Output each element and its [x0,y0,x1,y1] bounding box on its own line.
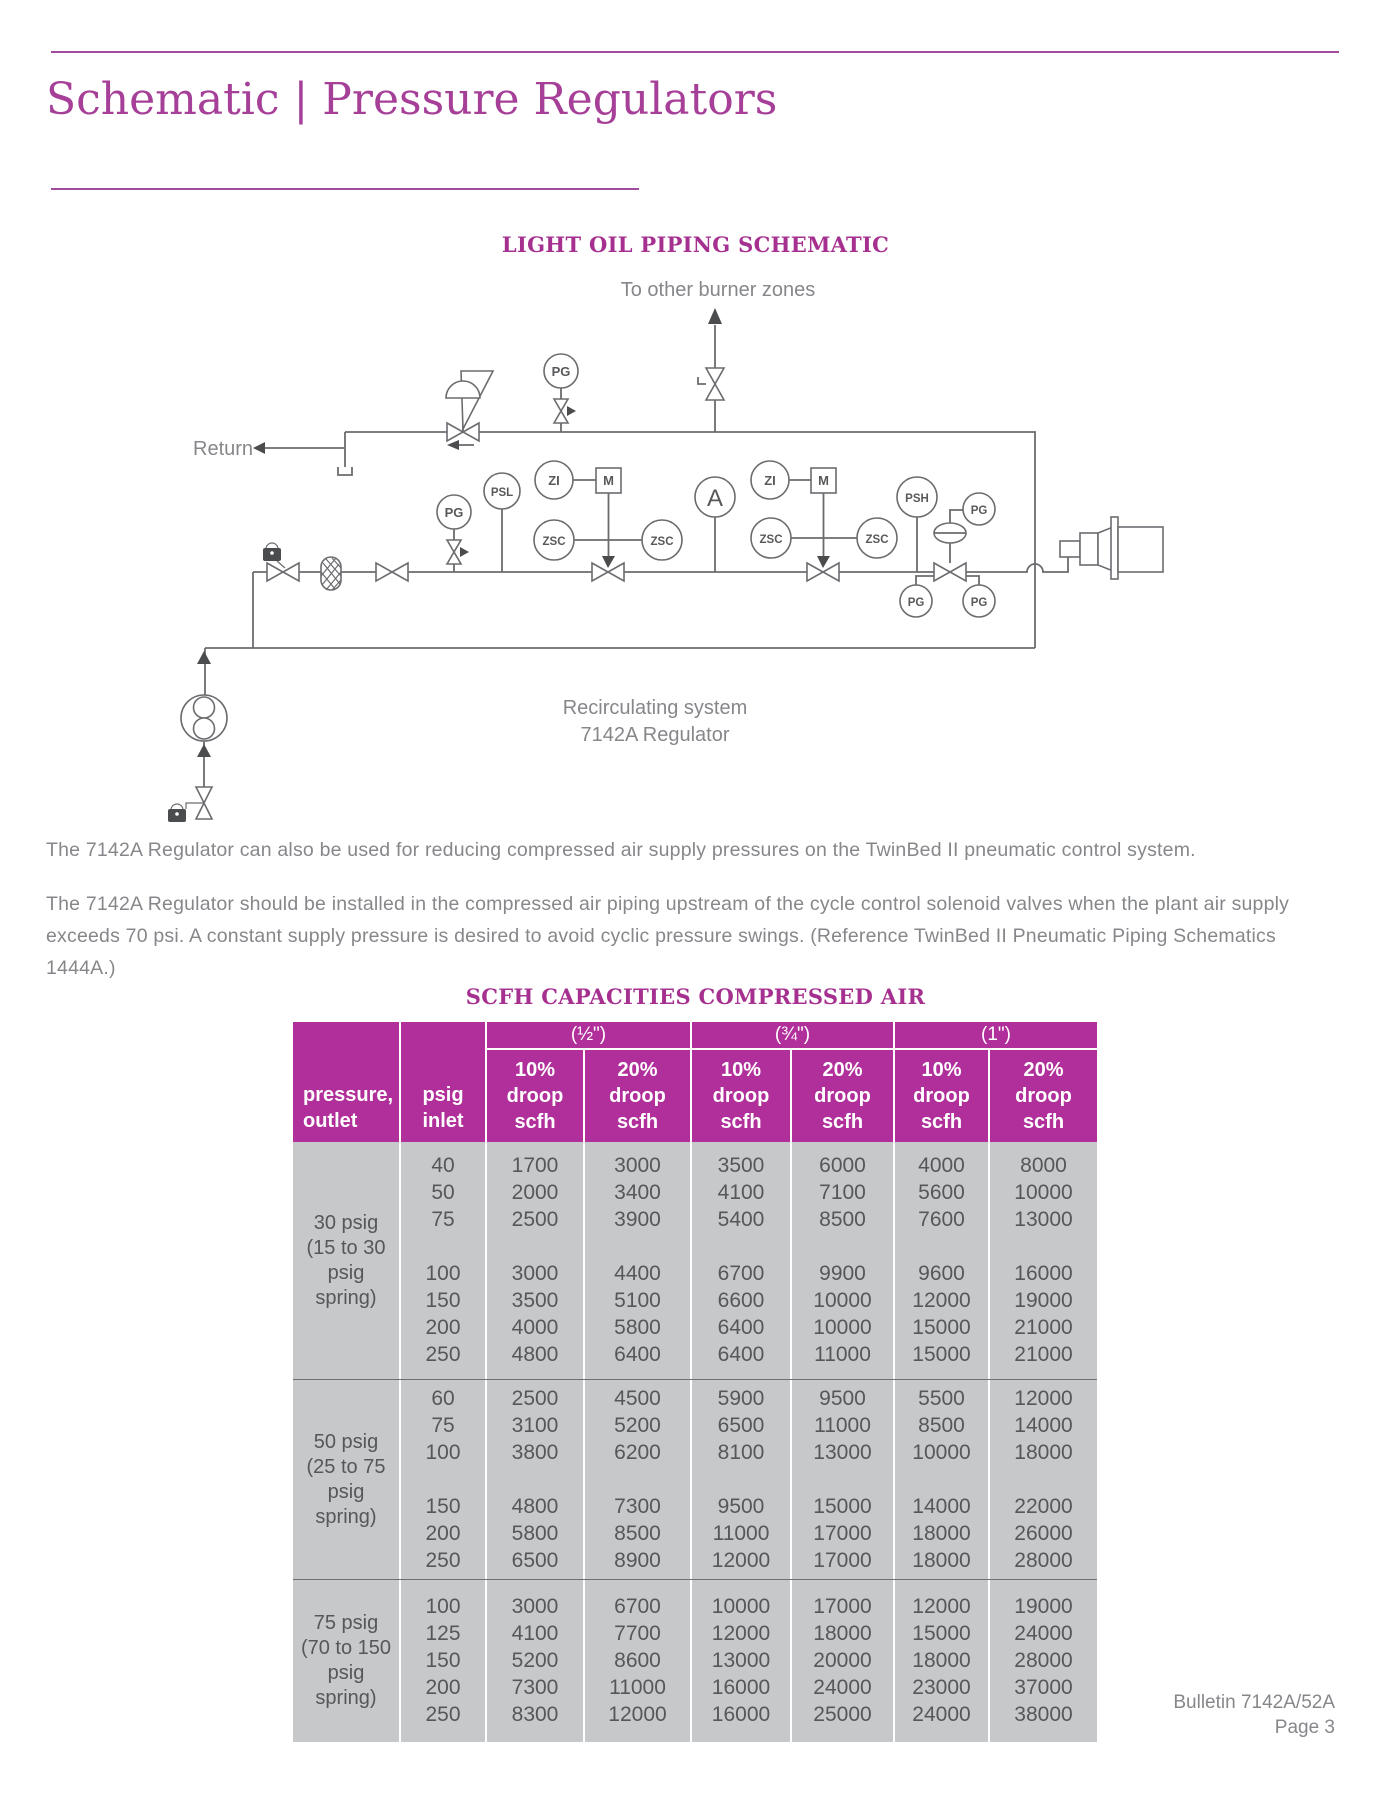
svg-text:M: M [603,473,614,488]
locked-gate-valve [263,542,300,583]
piping-schematic-svg: Return To other burner zones PG [168,279,1164,822]
psl-switch: PSL [483,472,521,572]
svg-text:A: A [707,485,723,512]
page-title: Schematic | Pressure Regulators [46,74,778,125]
svg-text:ZSC: ZSC [760,534,783,546]
svg-text:PG: PG [971,597,988,609]
return-label: Return [193,438,253,460]
diagram-heading: LIGHT OIL PIPING SCHEMATIC [501,232,890,257]
svg-text:M: M [818,473,829,488]
scfh-capacities-table: pressure, outlet psig inlet (½") (¾") (1… [293,1022,1097,1742]
svg-text:ZSC: ZSC [543,536,566,548]
caption-line2: 7142A Regulator [580,724,729,746]
svg-text:PG: PG [908,597,925,609]
needle-valve-icon [445,539,463,565]
svg-text:PG: PG [552,364,571,379]
svg-text:PG: PG [971,505,988,517]
header-group-one-inch: (1") [893,1022,1097,1050]
piping-schematic: Return To other burner zones PG [0,250,1391,840]
paragraph-1: The 7142A Regulator can also be used for… [46,839,1196,861]
caption-line1: Recirculating system [563,697,748,719]
page-footer: Bulletin 7142A/52A Page 3 [1173,1690,1335,1740]
svg-text:PSH: PSH [905,493,929,505]
svg-text:PG: PG [445,505,464,520]
instrument-a: A [694,476,736,572]
header-group-half-inch: (½") [485,1022,690,1050]
to-other-burner-zones-label: To other burner zones [621,279,816,301]
header-group-three-quarter-inch: (¾") [690,1022,893,1050]
svg-text:ZI: ZI [548,473,560,488]
downstream-gauges: PG PG [899,575,996,618]
locked-drain-valve [168,786,214,822]
burner-icon [1059,516,1164,580]
vent-valve-icon [704,367,726,401]
needle-valve-icon [552,398,570,424]
pressure-gauge-main: PG [436,494,472,572]
footer-page-number: Page 3 [1274,1717,1335,1738]
globe-valve-with-gauge: PG [933,492,996,563]
psh-switch: PSH [896,476,938,572]
strainer-icon [320,556,342,591]
svg-text:ZSC: ZSC [866,534,889,546]
svg-text:ZSC: ZSC [651,536,674,548]
gate-valve-icon [375,561,409,583]
header-pressure-outlet: pressure, outlet [303,1084,394,1132]
top-rule [51,51,1339,53]
return-pipe [265,432,353,476]
header-psig-inlet: psig inlet [399,1022,485,1142]
vent-arrow-icon [708,308,722,324]
svg-text:PSL: PSL [491,487,513,499]
vent-pipe [697,325,716,432]
svg-text:ZI: ZI [764,473,776,488]
footer-bulletin: Bulletin 7142A/52A [1173,1692,1335,1713]
return-arrow-icon [253,442,265,454]
main-supply-pipe [253,557,1069,573]
paragraph-2: The 7142A Regulator should be installed … [46,893,1290,979]
pressure-gauge-top: PG [543,353,579,432]
motorized-valve-1: ZI M ZSC ZSC [533,460,683,583]
outlet-valve-icon [933,561,967,583]
backpressure-regulator-icon [445,370,495,450]
pump-meter [180,648,228,787]
table-header: pressure, outlet psig inlet (½") (¾") (1… [293,1022,1097,1142]
motorized-valve-2: ZI M ZSC ZSC [750,460,898,583]
table-heading: SCFH CAPACITIES COMPRESSED AIR [465,984,926,1009]
title-underline-rule [51,188,639,190]
top-pipe [345,431,1036,648]
